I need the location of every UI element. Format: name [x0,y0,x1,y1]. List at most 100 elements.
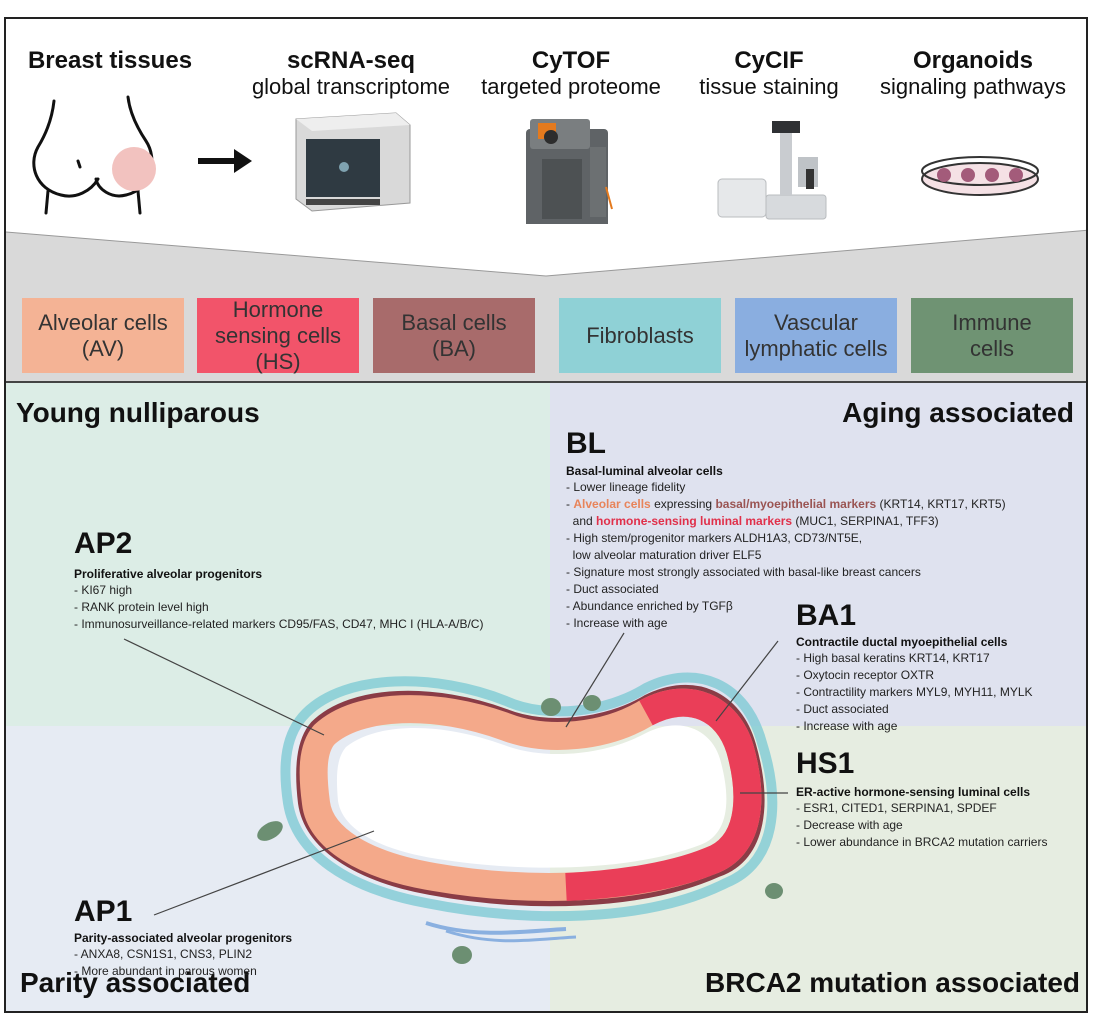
bullet: - More abundant in parous women [74,964,257,978]
right-arrow-icon [198,149,252,173]
quadrant-title-brca2: BRCA2 mutation associated [705,967,1080,998]
population-bullets-hs1: - ESR1, CITED1, SERPINA1, SPDEF - Decrea… [796,800,1047,851]
bullet: - Immunosurveillance-related markers CD9… [74,617,484,631]
header-title-scrna: scRNA-seq [286,47,416,74]
bullet: - ESR1, CITED1, SERPINA1, SPDEF [796,801,997,815]
alveolar-cells-highlight: Alveolar cells [573,497,651,511]
population-title-hs1: HS1 [796,747,855,780]
header-subtitle-scrna: global transcriptome [251,74,451,99]
mass-cytometer-icon [526,119,613,231]
bullet: - Alveolar cells expressing basal/myoepi… [566,496,1006,513]
bullet: - KI67 high [74,583,133,597]
petri-dish-icon [921,156,1039,196]
celltype-immune-line1: Immune [952,309,1032,335]
leader-line-ba1 [715,640,779,722]
bullet-prefix: and [566,514,597,528]
celltype-fibroblasts: Fibroblasts [559,298,721,373]
celltype-hs-line2: sensing cells [215,322,341,348]
leader-line-ap1 [153,830,375,916]
header-title-cycif: CyCIF [734,47,804,74]
hormone-markers-highlight: hormone-sensing luminal markers [596,514,793,528]
celltype-immune-line2: cells [969,335,1014,361]
celltype-fibroblasts-line1: Fibroblasts [586,322,694,348]
breast-tissue-icon [32,95,156,215]
population-bullets-ba1: - High basal keratins KRT14, KRT17 - Oxy… [796,650,1033,735]
celltype-alveolar-line2: (AV) [81,335,125,361]
celltype-vascular-line1: Vascular [774,309,858,335]
population-subtitle-hs1: ER-active hormone-sensing luminal cells [796,785,1031,799]
immune-cell [541,698,561,716]
header-title-cytof: CyTOF [531,47,611,74]
quadrant-aging [550,383,1086,726]
population-title-ap1: AP1 [74,895,133,928]
population-subtitle-ap2: Proliferative alveolar progenitors [74,567,263,581]
population-subtitle-bl: Basal-luminal alveolar cells [566,464,723,478]
celltype-alveolar-line1: Alveolar cells [38,309,168,335]
header-icons [32,95,1039,231]
population-bullets-ap1: - ANXA8, CSN1S1, CNS3, PLIN2 - More abun… [74,946,257,980]
bullet: - Abundance enriched by TGFβ [566,599,733,613]
celltype-basal-line2: (BA) [432,335,476,361]
population-subtitle-ap1: Parity-associated alveolar progenitors [74,931,293,945]
bullet: - Signature most strongly associated wit… [566,565,921,579]
bullet: - Duct associated [796,702,889,716]
lymphatic-vessel [425,921,567,935]
duct-illustration [123,632,788,964]
bullet: - Duct associated [566,582,659,596]
immune-cell [257,821,283,841]
celltype-alveolar: Alveolar cells(AV) [22,298,184,373]
duct-lumen [336,725,727,868]
bullet: - Lower lineage fidelity [566,480,686,494]
bullet-prefix: - [566,497,574,511]
bullet: - Increase with age [566,616,668,630]
population-title-ap2: AP2 [74,527,133,560]
population-title-bl: BL [566,427,606,460]
header-subtitle-cycif: tissue staining [699,74,839,99]
bullet-text: (MUC1, SERPINA1, TFF3) [792,514,939,528]
header-title-organoids: Organoids [912,47,1033,74]
section-divider [6,381,1086,383]
immune-cell [452,946,472,964]
celltype-hs-line3: (HS) [255,348,301,374]
quadrant-title-young-nulliparous: Young nulliparous [16,397,260,428]
basal-markers-highlight: basal/myoepithelial markers [715,497,877,511]
bullet: - High basal keratins KRT14, KRT17 [796,651,990,665]
immune-cell [583,695,601,711]
bullet: - Contractility markers MYL9, MYH11, MYL… [796,685,1033,699]
quadrant-young-nulliparous [6,383,550,726]
population-bullets-ap2: - KI67 high - RANK protein level high - … [74,582,483,633]
immune-cell [765,883,783,899]
funnel-band [6,224,1086,384]
celltype-basal: Basal cells(BA) [373,298,535,373]
bullet: - Lower abundance in BRCA2 mutation carr… [796,835,1048,849]
bullet: - High stem/progenitor markers ALDH1A3, … [566,531,863,545]
lymphatic-vessel [445,929,577,943]
bullet: and hormone-sensing luminal markers (MUC… [566,513,1006,530]
bullet: - RANK protein level high [74,600,209,614]
bullet-text: (KRT14, KRT17, KRT5) [876,497,1006,511]
header-title-breast: Breast tissues [27,47,193,74]
bullet: - Decrease with age [796,818,903,832]
celltype-hs-line1: Hormone [232,296,324,322]
header-subtitle-cytof: targeted proteome [481,74,661,99]
fibroblast-sheath [280,672,778,922]
figure-frame: Breast tissues scRNA-seq global transcri… [4,17,1088,1013]
bullet: low alveolar maturation driver ELF5 [566,548,762,562]
leader-line-bl [565,632,625,728]
celltype-basal-line1: Basal cells [401,309,507,335]
bullet-text: expressing [650,497,716,511]
population-title-ba1: BA1 [796,599,857,632]
bullet: - Oxytocin receptor OXTR [796,668,935,682]
microscope-icon [717,121,827,220]
hormone-sensing-segment [565,688,762,901]
leader-line-ap2 [123,638,325,736]
population-subtitle-ba1: Contractile ductal myoepithelial cells [796,635,1008,649]
quadrant-title-aging: Aging associated [842,397,1074,428]
celltype-vascular-line2: lymphatic cells [744,335,888,361]
bullet: - Increase with age [796,719,898,733]
population-bullets-bl: - Lower lineage fidelity - Alveolar cell… [566,479,1006,632]
quadrant-title-parity: Parity associated [20,967,251,998]
